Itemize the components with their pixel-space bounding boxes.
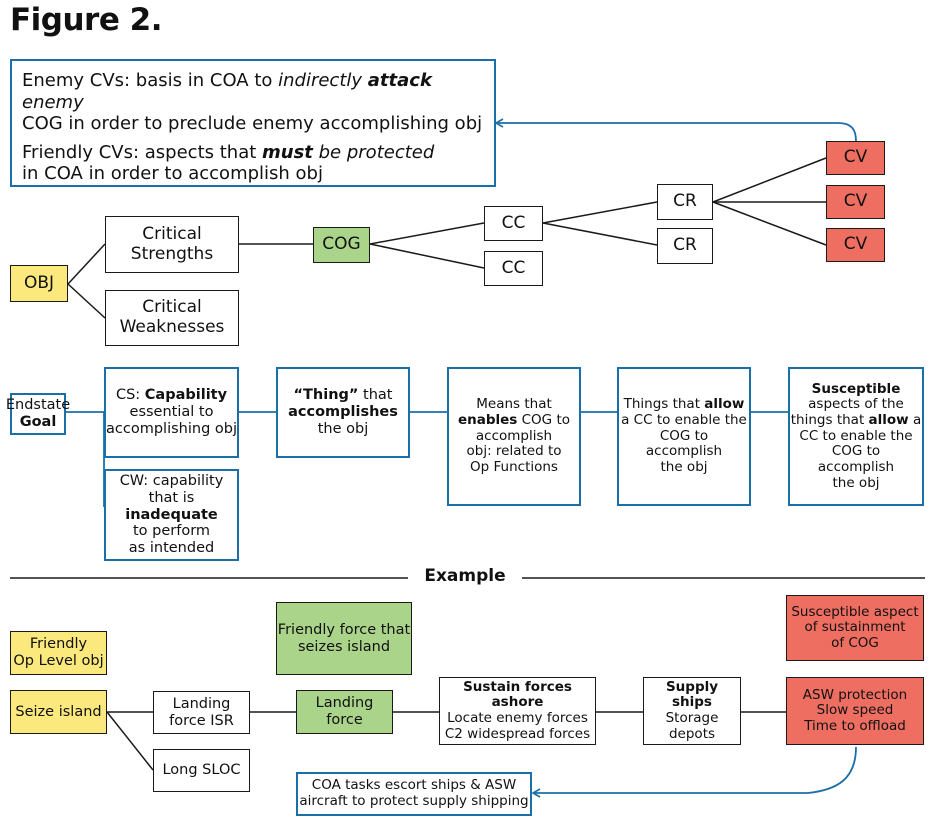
critical-weaknesses-line2: Weaknesses <box>119 317 225 337</box>
susceptible-aspect-node: Susceptible aspect of sustainment of COG <box>786 595 924 661</box>
landing-isr-line1: Landing <box>172 695 231 712</box>
cr-node-1: CR <box>657 184 713 220</box>
cw-def-bold: inadequate <box>125 506 218 523</box>
cw-definition-node: CW: capability that is inadequate to per… <box>104 469 239 561</box>
critical-strengths-line2: Strengths <box>130 243 214 264</box>
allow-line5: the obj <box>660 458 708 475</box>
example-divider-label: Example <box>424 566 506 586</box>
susceptible-aspect-line2: of sustainment <box>804 619 906 636</box>
thing-accomplishes: accomplishes <box>288 404 398 421</box>
cc-node-2: CC <box>484 251 543 286</box>
cs-def-line3: accomplishing obj <box>106 420 237 437</box>
thing-bold: “Thing” <box>293 387 359 404</box>
long-sloc-node: Long SLOC <box>153 749 250 792</box>
susceptible-line7: the obj <box>832 474 880 491</box>
sustain-line3: C2 widespread forces <box>444 725 591 742</box>
susceptible-line5: COG to <box>831 443 881 460</box>
coa-tasks-line1: COA tasks escort ships & ASW <box>311 777 517 794</box>
cs-def-prefix: CS: <box>115 387 145 404</box>
friendly-force-node: Friendly force that seizes island <box>276 602 412 675</box>
allow-line3: COG to <box>659 427 709 444</box>
friendly-op-obj-node: Friendly Op Level obj <box>10 631 107 675</box>
endstate-goal-node: Endstate Goal <box>6 393 70 435</box>
supply-line1: Supply ships <box>665 678 719 711</box>
susceptible-a: a <box>908 412 922 429</box>
means-line5: Op Functions <box>470 458 558 475</box>
susceptible-aspect-line3: of COG <box>831 634 879 651</box>
means-line4: obj: related to <box>466 443 562 460</box>
landing-isr-line2: force ISR <box>169 712 234 729</box>
sustain-line1: Sustain forces ashore <box>463 678 572 711</box>
cs-def-bold: Capability <box>144 387 228 404</box>
means-line3: accomplish <box>475 427 553 444</box>
thing-line3: the obj <box>317 420 369 437</box>
friendly-cv-note: Friendly CVs: aspects that must be prote… <box>22 141 435 185</box>
cv-node-2: CV <box>826 185 885 219</box>
coa-tasks-line2: aircraft to protect supply shipping <box>299 793 529 809</box>
asw-line3: Time to offload <box>804 717 906 734</box>
cog-node: COG <box>313 227 370 263</box>
critical-weaknesses-line1: Critical <box>142 297 202 318</box>
asw-protection-node: ASW protection Slow speed Time to offloa… <box>786 677 924 745</box>
means-line1: Means that <box>476 396 552 413</box>
friendly-obj-line2: Op Level obj <box>13 653 104 669</box>
asw-line1: ASW protection <box>802 686 908 703</box>
cv-definition-node: Susceptible aspects of the things that a… <box>788 367 924 506</box>
endstate-label: Endstate <box>5 397 71 414</box>
cw-def-line4: as intended <box>128 540 215 557</box>
allow-bold: allow <box>704 396 745 413</box>
allow-line2: a CC to enable the <box>621 412 747 429</box>
cs-def-line2: essential to <box>129 404 214 421</box>
cr-node-2: CR <box>657 228 713 264</box>
susceptible-line6: accomplish <box>817 458 895 475</box>
allow-prefix: Things that <box>623 396 705 413</box>
supply-line3: depots <box>668 725 716 742</box>
friendly-obj-line1: Friendly <box>29 636 88 653</box>
cw-def-prefix: that is <box>148 489 195 506</box>
landing-force-line2: force <box>326 712 363 728</box>
critical-strengths-node: Critical Strengths <box>105 216 239 273</box>
critical-strengths-line1: Critical <box>142 223 202 244</box>
enemy-cv-note: Enemy CVs: basis in COA to indirectly at… <box>22 70 483 135</box>
susceptible-bold: Susceptible <box>811 380 901 397</box>
sustain-line2: Locate enemy forces <box>447 710 588 726</box>
allow-line4: accomplish <box>645 443 723 460</box>
asw-line2: Slow speed <box>816 702 894 719</box>
susceptible-aspect-line1: Susceptible aspect <box>791 603 919 620</box>
cv-node-1: CV <box>826 141 885 175</box>
means-bold: enables <box>457 412 518 429</box>
sustain-forces-node: Sustain forces ashore Locate enemy force… <box>439 677 596 745</box>
landing-force-line1: Landing <box>315 695 374 712</box>
cc-node-1: CC <box>484 206 543 241</box>
cc-definition-node: Means that enables COG to accomplish obj… <box>447 367 581 506</box>
cs-definition-node: CS: Capability essential to accomplishin… <box>104 367 239 458</box>
friendly-force-line2: seizes island <box>297 638 391 655</box>
supply-ships-node: Supply ships Storage depots <box>643 677 741 745</box>
cog-definition-node: “Thing” that accomplishes the obj <box>276 367 410 458</box>
coa-tasks-node: COA tasks escort ships & ASW aircraft to… <box>296 772 532 816</box>
landing-force-isr-node: Landing force ISR <box>153 691 250 734</box>
goal-label: Goal <box>19 414 57 430</box>
seize-island-node: Seize island <box>10 690 107 734</box>
cw-def-line3: to perform <box>132 523 211 540</box>
thing-suffix: that <box>358 387 393 404</box>
means-suffix: COG to <box>517 412 570 429</box>
susceptible-line4: CC to enable the <box>799 427 913 444</box>
cw-def-line1: CW: capability <box>119 472 224 489</box>
critical-weaknesses-node: Critical Weaknesses <box>105 290 239 346</box>
obj-node: OBJ <box>10 265 68 302</box>
cv-explanation-note: Enemy CVs: basis in COA to indirectly at… <box>10 59 496 187</box>
figure-title: Figure 2. <box>10 2 163 38</box>
landing-force-node: Landing force <box>296 690 393 734</box>
friendly-force-line1: Friendly force that <box>277 621 411 638</box>
cr-definition-node: Things that allow a CC to enable the COG… <box>617 367 751 506</box>
susceptible-line2: aspects of the <box>808 396 904 413</box>
supply-line2: Storage <box>665 710 719 726</box>
susceptible-prefix: things that <box>790 412 869 429</box>
susceptible-allow: allow <box>868 412 909 429</box>
cv-node-3: CV <box>826 228 885 262</box>
